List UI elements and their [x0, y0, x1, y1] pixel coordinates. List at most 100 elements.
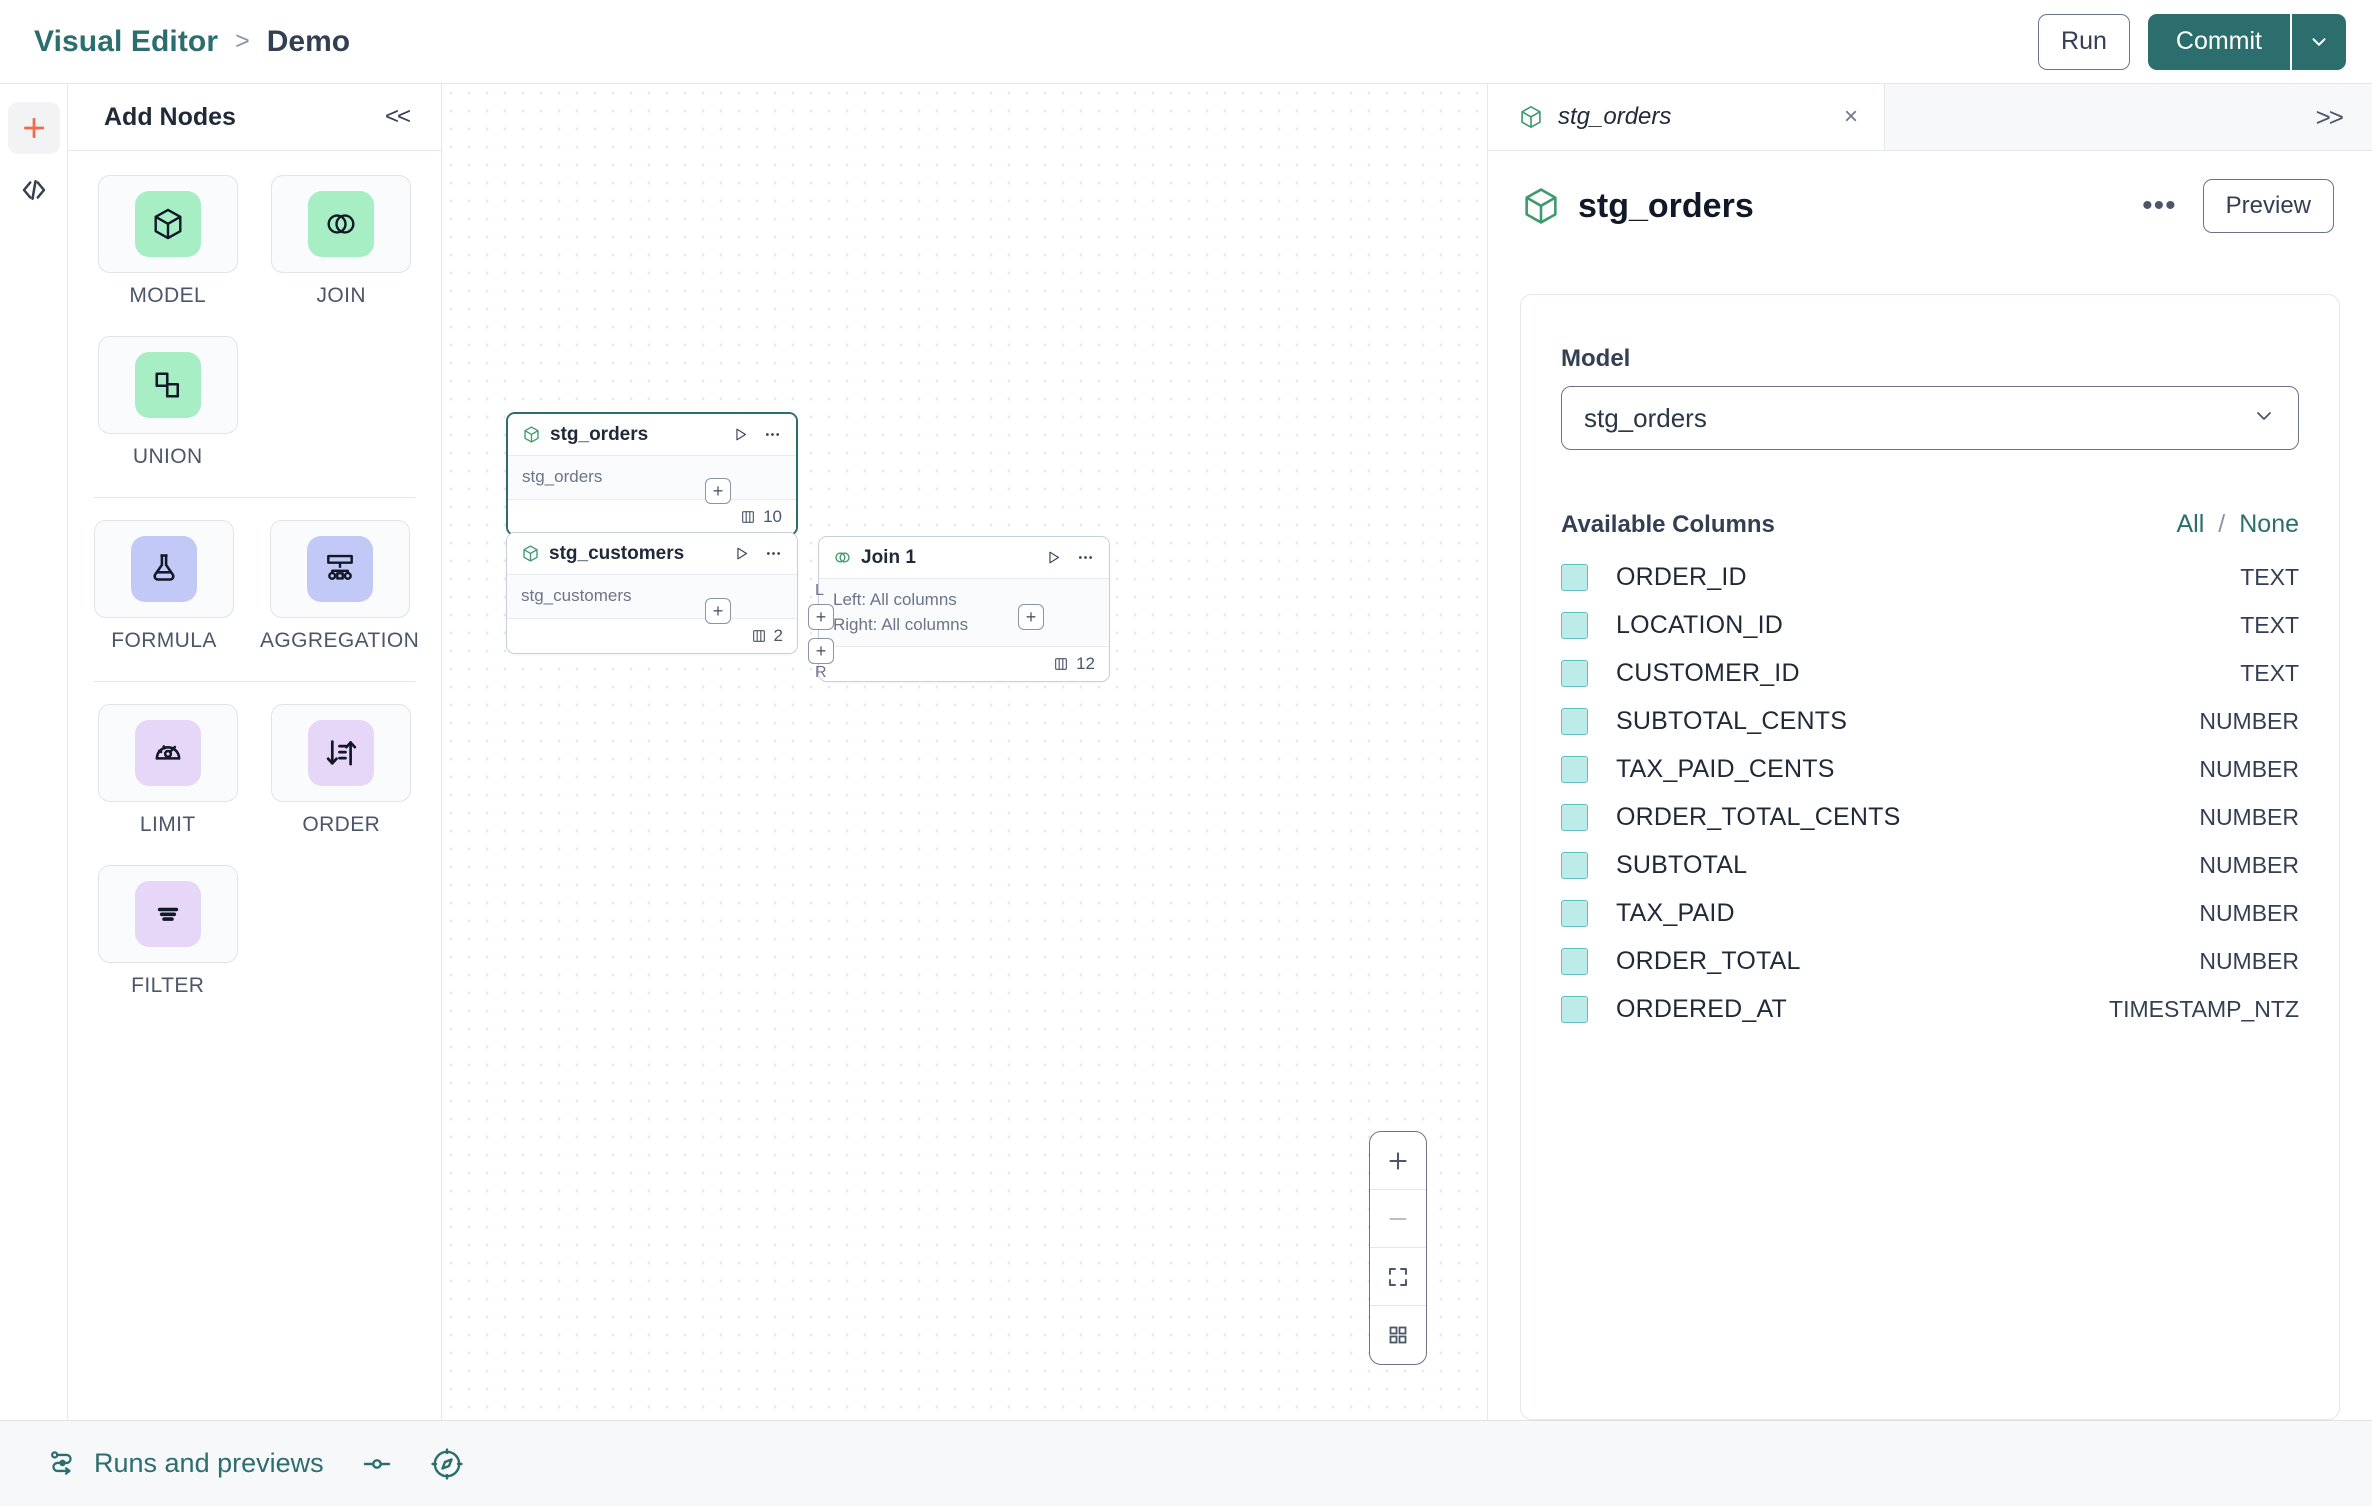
select-all-link[interactable]: All [2176, 510, 2205, 538]
node-tile[interactable] [97, 175, 238, 273]
palette-divider [94, 681, 415, 682]
canvas-node-stg-orders[interactable]: stg_orders stg_orders 10 [506, 412, 798, 536]
node-tile[interactable] [97, 704, 238, 802]
column-row[interactable]: CUSTOMER_ID TEXT [1561, 649, 2299, 697]
node-palette-item-filter[interactable]: FILTER [94, 865, 242, 1018]
column-type: NUMBER [2199, 947, 2299, 974]
tab-label: stg_orders [1558, 103, 1672, 130]
code-icon [22, 180, 45, 200]
column-row[interactable]: SUBTOTAL NUMBER [1561, 841, 2299, 889]
node-footer: 12 [819, 647, 1109, 682]
column-checkbox[interactable] [1561, 611, 1588, 639]
inspector-card: Model stg_orders Available Columns All /… [1520, 294, 2340, 1420]
node-palette-item-union[interactable]: UNION [94, 336, 242, 489]
node-palette-label: FORMULA [111, 629, 217, 652]
zoom-in-button[interactable] [1370, 1132, 1426, 1190]
expand-panel-button[interactable]: >> [2315, 101, 2344, 132]
play-icon[interactable] [733, 545, 750, 562]
column-name: ORDER_TOTAL [1616, 946, 1801, 975]
join-input-port-right[interactable]: + [808, 638, 834, 664]
close-icon[interactable]: × [1843, 103, 1858, 130]
tab-stg-orders[interactable]: stg_orders × [1488, 84, 1885, 150]
zoom-out-button[interactable] [1370, 1190, 1426, 1248]
preview-button[interactable]: Preview [2202, 179, 2334, 233]
node-palette-item-aggregation[interactable]: AGGREGATION [260, 520, 419, 673]
node-tile[interactable] [271, 704, 412, 802]
model-select[interactable]: stg_orders [1561, 386, 2299, 450]
breadcrumb-root[interactable]: Visual Editor [34, 24, 219, 58]
column-checkbox[interactable] [1561, 659, 1588, 687]
column-row[interactable]: ORDER_ID TEXT [1561, 553, 2299, 601]
kebab-menu-icon[interactable] [1076, 548, 1095, 567]
kebab-menu-icon[interactable] [764, 544, 783, 563]
node-palette-item-limit[interactable]: LIMIT [94, 704, 242, 857]
kebab-menu-icon[interactable]: ••• [2142, 189, 2177, 222]
column-row[interactable]: ORDER_TOTAL NUMBER [1561, 937, 2299, 985]
node-tile[interactable] [97, 336, 238, 434]
column-checkbox[interactable] [1561, 947, 1588, 975]
lineage-toggle-button[interactable] [360, 1447, 394, 1481]
node-tile[interactable] [94, 520, 234, 618]
commit-button[interactable]: Commit [2147, 13, 2290, 70]
breadcrumb-current: Demo [266, 24, 351, 58]
join-output-port[interactable]: + [1018, 604, 1044, 630]
node-tile[interactable] [97, 865, 238, 963]
collapse-panel-button[interactable]: << [384, 103, 411, 130]
cube-icon [1525, 188, 1557, 224]
column-checkbox[interactable] [1561, 995, 1588, 1023]
fit-view-button[interactable] [1370, 1248, 1426, 1306]
select-none-link[interactable]: None [2239, 510, 2299, 538]
chevron-down-icon [2252, 404, 2276, 433]
page-title: stg_orders [1578, 186, 1754, 225]
column-row[interactable]: ORDER_TOTAL_CENTS NUMBER [1561, 793, 2299, 841]
plus-icon [23, 117, 44, 139]
add-nodes-panel: Add Nodes << MODEL [68, 84, 442, 1420]
column-row[interactable]: LOCATION_ID TEXT [1561, 601, 2299, 649]
flow-canvas[interactable]: stg_orders stg_orders 10 + [442, 84, 1488, 1420]
node-tile[interactable] [271, 175, 412, 273]
minimap-toggle-button[interactable] [1370, 1306, 1426, 1364]
column-type: NUMBER [2199, 707, 2299, 734]
play-icon[interactable] [1045, 549, 1062, 566]
column-row[interactable]: TAX_PAID_CENTS NUMBER [1561, 745, 2299, 793]
column-checkbox[interactable] [1561, 851, 1588, 879]
column-row[interactable]: SUBTOTAL_CENTS NUMBER [1561, 697, 2299, 745]
column-row[interactable]: ORDERED_AT TIMESTAMP_NTZ [1561, 985, 2299, 1033]
column-checkbox[interactable] [1561, 899, 1588, 927]
column-row[interactable]: TAX_PAID NUMBER [1561, 889, 2299, 937]
model-field-label: Model [1561, 345, 1631, 372]
join-input-port-left[interactable]: + [808, 604, 834, 630]
explore-button[interactable] [430, 1447, 464, 1481]
run-button[interactable]: Run [2038, 13, 2130, 70]
editor-body: Add Nodes << MODEL [0, 84, 2372, 1420]
output-port-stg-customers[interactable]: + [705, 598, 731, 624]
chevron-down-icon [2312, 37, 2326, 46]
column-name: ORDERED_AT [1616, 994, 1788, 1023]
node-swatch [308, 191, 375, 257]
venn-icon [835, 552, 850, 563]
column-name: LOCATION_ID [1616, 610, 1784, 639]
play-icon[interactable] [732, 426, 749, 443]
output-port-stg-orders[interactable]: + [705, 478, 731, 504]
column-checkbox[interactable] [1561, 755, 1588, 783]
node-palette-item-join[interactable]: JOIN [268, 175, 416, 328]
column-checkbox[interactable] [1561, 707, 1588, 735]
node-palette-item-order[interactable]: ORDER [268, 704, 416, 857]
node-palette-item-model[interactable]: MODEL [94, 175, 242, 328]
node-tile[interactable] [269, 520, 410, 618]
column-checkbox[interactable] [1561, 563, 1588, 591]
canvas-node-stg-customers[interactable]: stg_customers stg_customers 2 [506, 532, 798, 654]
node-swatch [134, 881, 201, 947]
node-actions [1045, 548, 1095, 567]
add-node-button[interactable] [7, 102, 60, 154]
runs-icon [50, 1450, 72, 1475]
commit-dropdown-button[interactable] [2290, 13, 2346, 70]
sort-icon [327, 740, 357, 766]
runs-and-previews-button[interactable]: Runs and previews [46, 1448, 324, 1480]
lineage-icon [363, 1458, 390, 1469]
column-checkbox[interactable] [1561, 803, 1588, 831]
node-palette-item-formula[interactable]: FORMULA [94, 520, 234, 673]
code-view-button[interactable] [8, 164, 60, 216]
canvas-node-join-1[interactable]: Join 1 Left: All columns Right: All colu… [818, 536, 1110, 683]
kebab-menu-icon[interactable] [763, 425, 782, 444]
